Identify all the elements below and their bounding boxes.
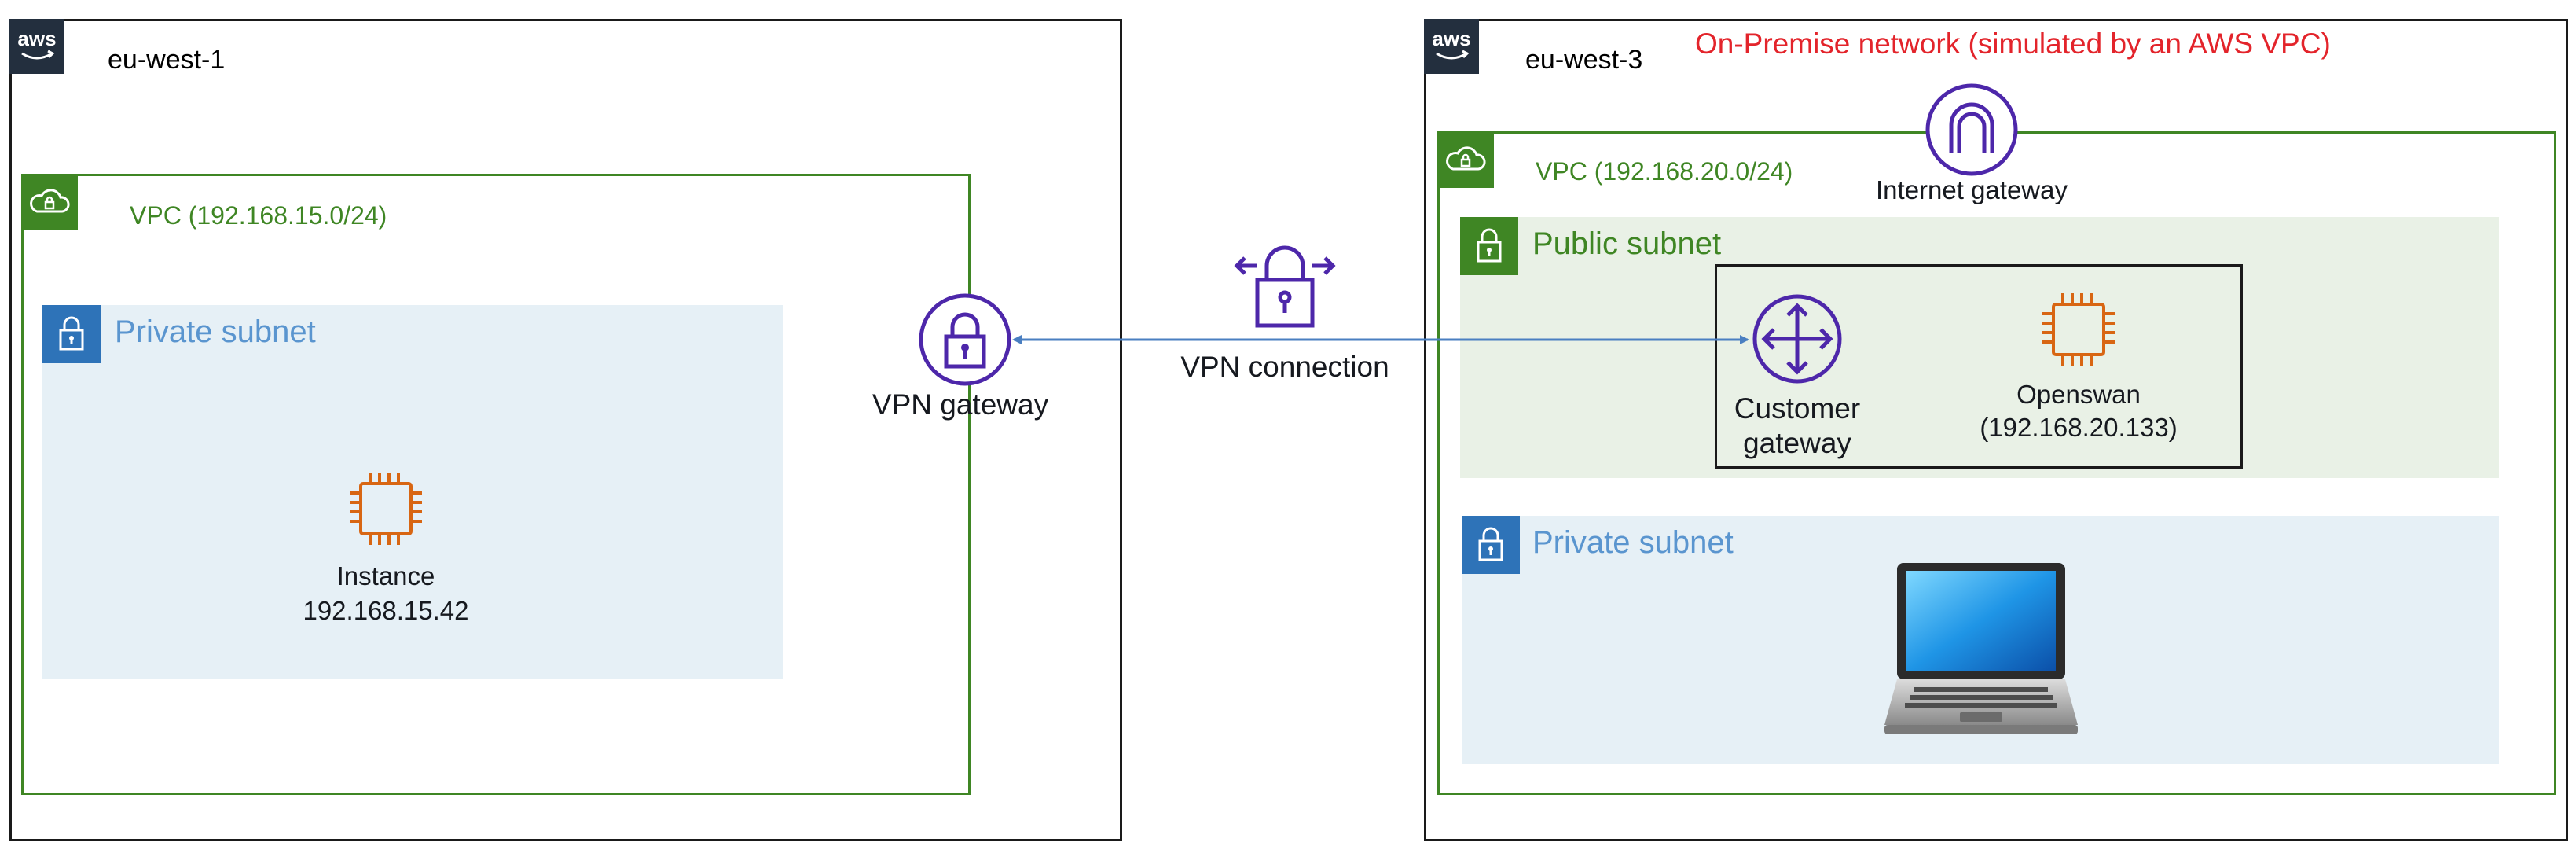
- ec2-instance-icon: [2039, 290, 2118, 369]
- on-premise-note: On-Premise network (simulated by an AWS …: [1695, 28, 2331, 60]
- vpc-cloud-icon: [21, 174, 78, 230]
- subnet-label: Private subnet: [1532, 525, 1734, 560]
- region-eu-west-1: aws eu-west-1 VPC (192.168.15.0/24): [9, 19, 1122, 841]
- ec2-instance-icon: [347, 469, 425, 548]
- region-eu-west-3: aws eu-west-3 On-Premise network (simula…: [1424, 19, 2568, 841]
- vpn-gateway-label: VPN gateway: [872, 388, 1049, 421]
- public-subnet: Public subnet C: [1460, 217, 2499, 478]
- instance-ip: 192.168.15.42: [303, 596, 469, 625]
- internet-gateway-icon: [1925, 83, 2019, 177]
- region-label: eu-west-1: [108, 45, 226, 75]
- vpc-left: VPC (192.168.15.0/24) Private subnet: [21, 174, 971, 795]
- subnet-label: Private subnet: [115, 314, 316, 349]
- padlock-icon: [1462, 516, 1520, 574]
- instance-label: Instance: [336, 561, 435, 590]
- customer-gateway-line1: Customer: [1734, 392, 1861, 425]
- laptop-icon: [1883, 560, 2079, 739]
- region-label: eu-west-3: [1525, 45, 1643, 75]
- svg-text:aws: aws: [17, 27, 56, 50]
- vpn-connection-label: VPN connection: [1180, 351, 1389, 383]
- vpc-right: VPC (192.168.20.0/24) Public subnet: [1437, 131, 2556, 795]
- padlock-icon: [42, 305, 101, 363]
- vpc-label: VPC (192.168.15.0/24): [130, 201, 387, 230]
- openswan-label: Openswan: [2016, 380, 2141, 409]
- vpn-gateway-icon: [918, 292, 1012, 387]
- customer-gateway-icon: [1750, 292, 1844, 386]
- private-subnet-right: Private subnet: [1462, 516, 2499, 764]
- vpn-connection-icon: [1234, 233, 1336, 330]
- aws-logo: aws: [9, 19, 64, 74]
- svg-text:aws: aws: [1432, 27, 1470, 50]
- openswan-ip: (192.168.20.133): [1980, 413, 2178, 442]
- vpc-label: VPC (192.168.20.0/24): [1536, 157, 1793, 186]
- padlock-icon: [1460, 217, 1518, 275]
- gateway-host-box: Customer gateway Openswan (192.168.2: [1715, 264, 2243, 469]
- subnet-label: Public subnet: [1532, 226, 1722, 261]
- internet-gateway-label: Internet gateway: [1876, 175, 2068, 204]
- private-subnet-left: Private subnet Instance 192.168.15.42: [42, 305, 783, 679]
- aws-logo: aws: [1424, 19, 1479, 74]
- customer-gateway-line2: gateway: [1743, 427, 1851, 459]
- vpc-cloud-icon: [1437, 131, 1494, 188]
